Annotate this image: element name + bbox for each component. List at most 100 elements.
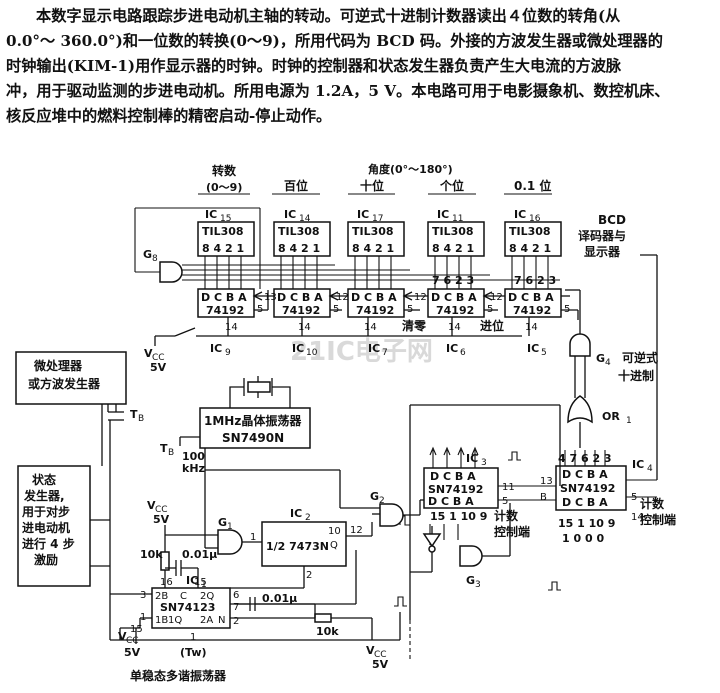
svg-text:kHz: kHz — [182, 462, 205, 475]
svg-text:D C B A: D C B A — [201, 291, 247, 304]
label-angle: 角度(0°～180°) — [368, 162, 453, 176]
svg-text:状态: 状态 — [32, 472, 56, 487]
svg-text:14: 14 — [298, 322, 311, 333]
label-count-ctrl-left: 计数 — [494, 508, 519, 523]
svg-text:5: 5 — [541, 348, 547, 358]
svg-text:D C B A: D C B A — [562, 468, 608, 481]
svg-text:G: G — [218, 516, 227, 529]
label-tenth: 0.1 位 — [514, 178, 551, 193]
svg-text:TIL308: TIL308 — [278, 225, 320, 238]
svg-text:7: 7 — [233, 602, 239, 613]
svg-text:3: 3 — [140, 590, 146, 601]
vcc-bottom-right: V — [366, 644, 375, 657]
svg-text:1: 1 — [201, 580, 207, 590]
display-ic11: IC 11 TIL308 8 4 2 1 — [427, 208, 485, 257]
svg-text:15 1 10 9: 15 1 10 9 — [430, 510, 487, 523]
label-count-ctrl-right-2: 控制端 — [640, 512, 676, 527]
svg-text:IC: IC — [210, 342, 222, 355]
svg-text:9: 9 — [225, 348, 231, 358]
svg-text:IC: IC — [284, 208, 296, 221]
label-turns: 转数 — [212, 163, 237, 178]
cap-001u: 0.01μ — [182, 548, 217, 561]
svg-text:12: 12 — [490, 292, 503, 303]
svg-text:SN7490N: SN7490N — [222, 431, 284, 445]
svg-text:5V: 5V — [372, 658, 389, 671]
svg-text:IC: IC — [632, 458, 644, 471]
svg-text:17: 17 — [372, 214, 383, 224]
svg-text:14: 14 — [364, 322, 377, 333]
svg-text:进行 4 步: 进行 4 步 — [22, 536, 75, 551]
svg-text:74192: 74192 — [513, 304, 551, 317]
microprocessor-box — [15, 351, 127, 405]
vcc-bottom-left: V — [118, 630, 127, 643]
svg-text:74192: 74192 — [206, 304, 244, 317]
gate-g4: G 4 — [569, 333, 611, 368]
svg-text:14: 14 — [299, 214, 311, 224]
svg-text:激励: 激励 — [34, 552, 58, 567]
svg-text:74192: 74192 — [282, 304, 320, 317]
svg-text:D C B A: D C B A — [351, 291, 397, 304]
inverter — [422, 533, 442, 553]
svg-text:1B: 1B — [155, 615, 168, 626]
svg-text:14: 14 — [631, 512, 644, 523]
svg-text:OR: OR — [602, 410, 620, 423]
svg-text:IC: IC — [292, 342, 304, 355]
label-count-ctrl-right: 计数 — [640, 496, 665, 511]
svg-text:B: B — [168, 448, 174, 458]
label-freq: 100 — [182, 450, 205, 463]
svg-text:8 4 2 1: 8 4 2 1 — [202, 242, 244, 255]
svg-text:TIL308: TIL308 — [352, 225, 394, 238]
svg-text:IC: IC — [437, 208, 449, 221]
svg-text:2B: 2B — [155, 591, 168, 602]
svg-text:16: 16 — [529, 214, 541, 224]
display-ic14: IC 14 TIL308 8 4 2 1 — [273, 208, 331, 257]
svg-text:IC: IC — [357, 208, 369, 221]
description-line: 本数字显示电路跟踪步进电动机主轴的转动。可逆式十进制计数器读出４位数的转角(从 — [36, 7, 621, 25]
vcc-mid: V — [147, 499, 156, 512]
gate-g1: G 1 — [217, 516, 243, 555]
svg-text:74192: 74192 — [356, 304, 394, 317]
svg-text:8 4 2 1: 8 4 2 1 — [509, 242, 551, 255]
svg-text:1/2 7473N: 1/2 7473N — [266, 540, 329, 553]
svg-text:6: 6 — [460, 348, 466, 358]
svg-text:1: 1 — [250, 532, 256, 543]
svg-text:2: 2 — [306, 570, 312, 581]
svg-text:2: 2 — [305, 513, 311, 523]
label-clear: 清零 — [402, 318, 427, 333]
label-reversible-2: 十进制 — [618, 368, 654, 383]
svg-text:CC: CC — [126, 636, 139, 646]
svg-text:14: 14 — [525, 322, 538, 333]
svg-text:1: 1 — [190, 632, 196, 643]
gate-g3: G 3 — [459, 545, 483, 590]
svg-text:16: 16 — [160, 577, 173, 588]
svg-text:D C B A: D C B A — [430, 470, 476, 483]
description-line: 核反应堆中的燃料控制棒的精密启动-停止动作。 — [6, 107, 332, 125]
label-bcd-2: 译码器与 — [578, 229, 626, 243]
svg-text:Q: Q — [330, 540, 338, 551]
svg-text:B: B — [138, 414, 144, 424]
counter-ic7: D C B A 74192 IC 7 14 12 5 — [336, 288, 413, 358]
svg-text:TIL308: TIL308 — [202, 225, 244, 238]
counter-ic4: IC 4 4 7 6 2 3 D C B A SN74192 D C B A 1… — [540, 452, 653, 545]
svg-text:15: 15 — [194, 577, 207, 588]
label-tw: (Tw) — [180, 646, 207, 659]
svg-text:14: 14 — [225, 322, 238, 333]
svg-text:SN74123: SN74123 — [160, 601, 215, 614]
svg-text:1MHz晶体振荡器: 1MHz晶体振荡器 — [204, 413, 302, 428]
svg-text:D C B A: D C B A — [428, 495, 474, 508]
svg-text:2: 2 — [233, 616, 239, 627]
crystal-oscillator: 1MHz晶体振荡器 SN7490N — [199, 376, 311, 449]
gate-g8: G 8 — [143, 248, 183, 283]
svg-text:13: 13 — [264, 292, 277, 303]
svg-text:12: 12 — [336, 292, 349, 303]
label-microprocessor-2: 或方波发生器 — [28, 376, 101, 391]
svg-text:5V: 5V — [153, 513, 170, 526]
label-monostable: 单稳态多谐振荡器 — [130, 668, 227, 683]
svg-text:1Q: 1Q — [168, 615, 182, 626]
cap-001u2: 0.01μ — [262, 592, 297, 605]
svg-text:10: 10 — [306, 348, 318, 358]
svg-text:IC: IC — [290, 507, 302, 520]
svg-text:4: 4 — [647, 464, 653, 474]
svg-text:CC: CC — [152, 353, 165, 363]
svg-text:G: G — [143, 248, 152, 261]
